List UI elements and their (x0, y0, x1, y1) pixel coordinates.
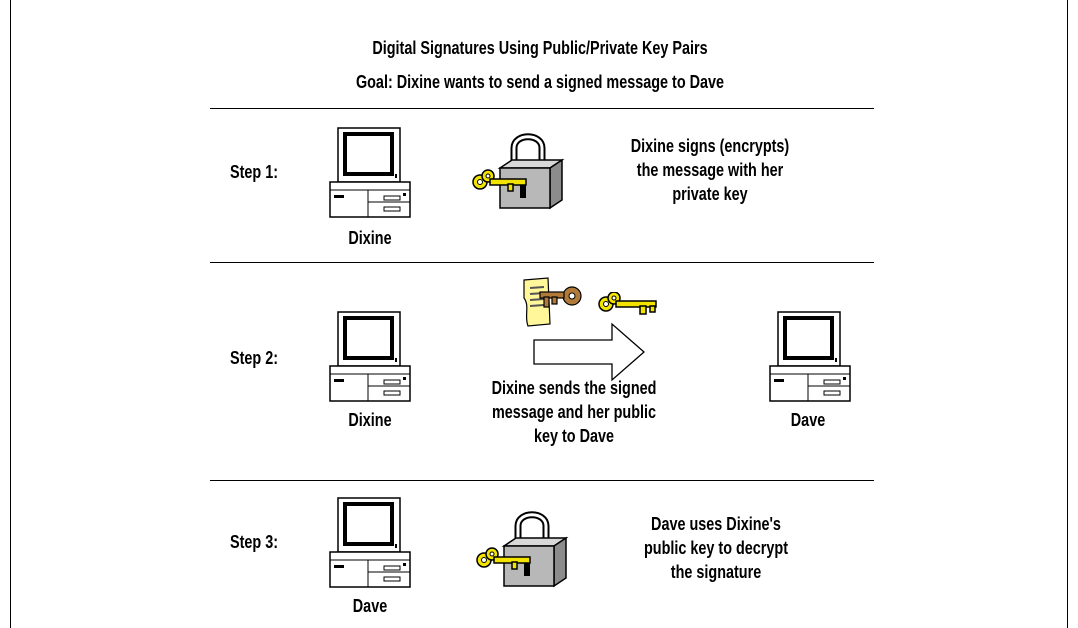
computer-icon (328, 496, 412, 589)
computer-icon (328, 126, 412, 219)
step-3-computer-label: Dave (352, 596, 388, 616)
step-1-description: Dixine signs (encrypts) the message with… (630, 136, 790, 204)
padlock-icon (470, 128, 570, 220)
step-2-label: Step 2: (230, 348, 279, 368)
step-3-label: Step 3: (230, 532, 279, 552)
step-1-computer-label: Dixine (348, 228, 392, 248)
computer-icon (328, 310, 412, 403)
step-3-description: Dave uses Dixine's public key to decrypt… (643, 514, 789, 582)
divider-3 (210, 480, 874, 481)
diagram-goal: Goal: Dixine wants to send a signed mess… (355, 72, 725, 92)
step-2-receiver-label: Dave (790, 410, 826, 430)
step-2-sender-label: Dixine (348, 410, 392, 430)
send-arrow-icon (533, 322, 645, 382)
computer-icon (768, 310, 852, 403)
diagram-title: Digital Signatures Using Public/Private … (372, 38, 708, 58)
step-2-description: Dixine sends the signed message and her … (491, 378, 657, 446)
divider-2 (210, 262, 874, 263)
public-key-icon (598, 292, 657, 315)
divider-1 (210, 108, 874, 109)
signed-document-icon (523, 277, 582, 327)
diagram-frame (10, 0, 1068, 628)
padlock-icon (474, 506, 574, 598)
step-1-label: Step 1: (230, 162, 279, 182)
